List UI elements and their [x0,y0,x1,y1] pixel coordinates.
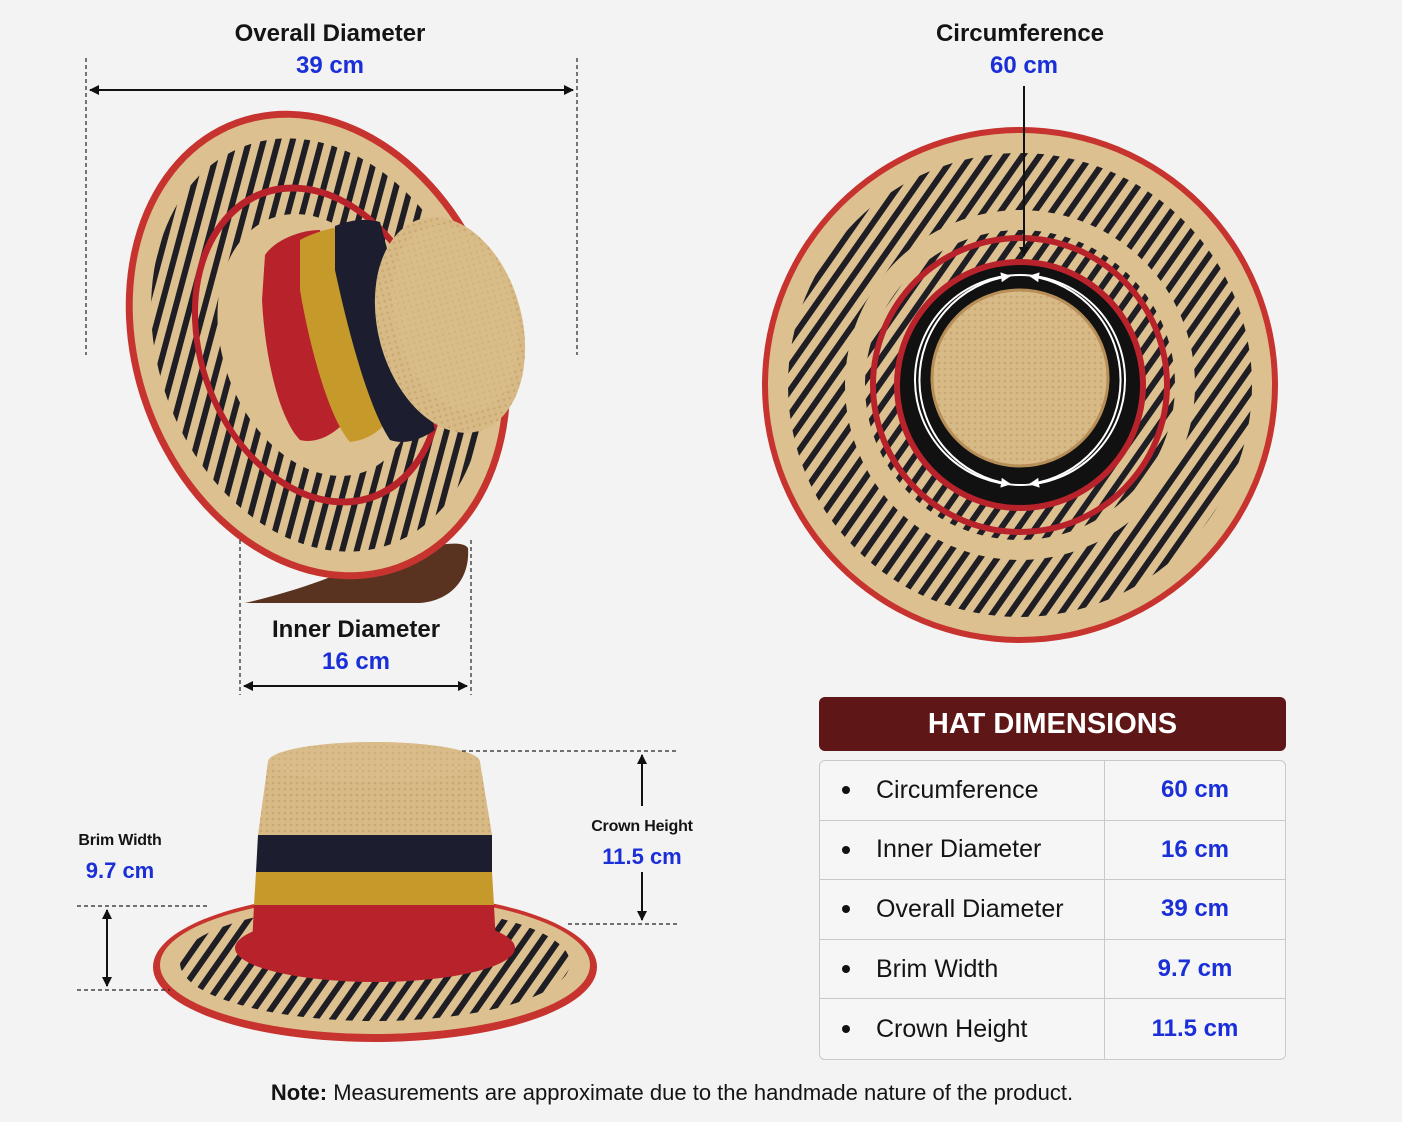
crown-height-label: Crown Height [591,818,693,835]
bullet-icon [842,786,850,795]
row-value: 39 cm [1160,895,1230,923]
overall-diameter-value: 39 cm [295,52,365,79]
inner-diameter-label: Inner Diameter [271,616,441,643]
hat-top-right [762,127,1278,643]
hat-dimensions-table: Circumference 60 cm Inner Diameter 16 cm… [819,760,1286,1060]
row-value: 16 cm [1160,835,1230,863]
brim-width-label: Brim Width [78,832,162,849]
brim-width-dimension [77,905,210,991]
table-row: Inner Diameter 16 cm [820,820,1285,881]
hat-dimensions-header: HAT DIMENSIONS [819,697,1286,751]
hat-top-left [125,110,526,603]
row-name: Brim Width [876,954,999,983]
overall-diameter-dimension [85,58,578,355]
circumference-label: Circumference [935,20,1105,47]
table-row: Crown Height 11.5 cm [820,999,1285,1059]
measurement-note: Note: Measurements are approximate due t… [0,1080,1344,1106]
bullet-icon [842,1025,850,1034]
inner-diameter-value: 16 cm [321,648,391,675]
note-label: Note: [270,1080,328,1105]
table-row: Overall Diameter 39 cm [820,880,1285,940]
row-value: 9.7 cm [1157,955,1233,983]
side-mustard-band [254,872,494,905]
crown-height-value: 11.5 cm [602,844,682,869]
bullet-icon [842,965,850,974]
table-row: Brim Width 9.7 cm [820,939,1285,1000]
side-red-band [252,905,496,945]
brim-width-value: 9.7 cm [85,858,155,883]
side-black-band [256,835,492,872]
bullet-icon [842,845,850,854]
row-value: 11.5 cm [1151,1015,1239,1043]
row-value: 60 cm [1160,776,1230,804]
row-name: Inner Diameter [876,835,1042,864]
note-text: Measurements are approximate due to the … [327,1080,1074,1105]
bullet-icon [842,905,850,914]
table-row: Circumference 60 cm [820,761,1285,821]
row-name: Crown Height [876,1014,1028,1043]
inner-diameter-dimension [239,540,472,695]
hat-side-view [153,742,597,1042]
crown-height-dimension [462,750,678,925]
row-name: Overall Diameter [876,894,1064,923]
row-name: Circumference [876,775,1039,804]
circumference-value: 60 cm [989,52,1059,79]
overall-diameter-label: Overall Diameter [234,20,426,47]
